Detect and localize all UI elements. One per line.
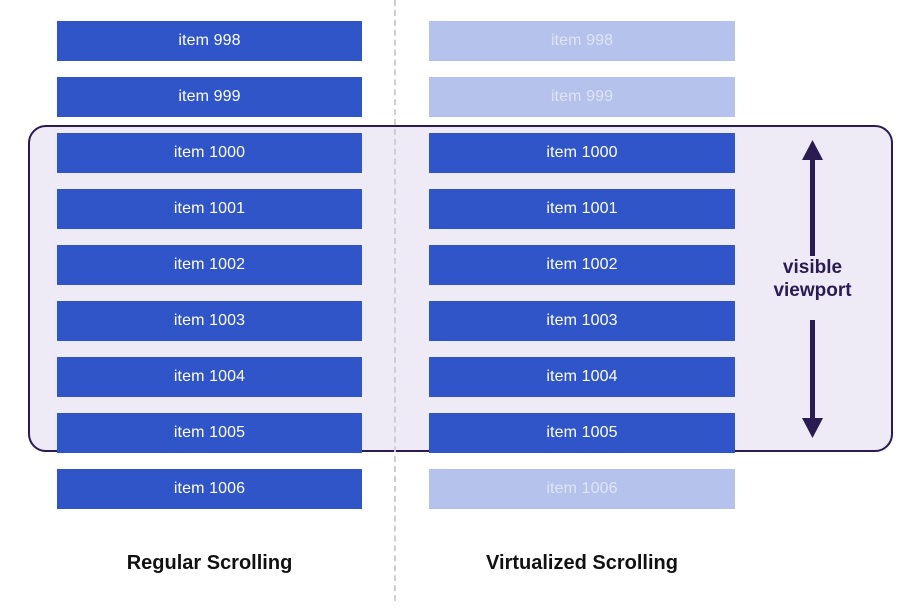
list-item[interactable]: item 998 bbox=[57, 21, 362, 61]
viewport-extent-annotation: visible viewport bbox=[745, 138, 880, 440]
column-divider bbox=[394, 0, 396, 601]
list-item[interactable]: item 1005 bbox=[57, 413, 362, 453]
list-item[interactable]: item 1001 bbox=[57, 189, 362, 229]
list-item[interactable]: item 1003 bbox=[57, 301, 362, 341]
list-item[interactable]: item 1006 bbox=[57, 469, 362, 509]
list-item[interactable]: item 1002 bbox=[57, 245, 362, 285]
list-item[interactable]: item 1000 bbox=[57, 133, 362, 173]
visible-viewport-label-line1: visible bbox=[782, 257, 843, 278]
visible-viewport-label: visible viewport bbox=[745, 256, 880, 302]
list-item[interactable]: item 1000 bbox=[429, 133, 735, 173]
list-item[interactable]: item 1004 bbox=[57, 357, 362, 397]
list-item[interactable]: item 1001 bbox=[429, 189, 735, 229]
visible-viewport-label-line2: viewport bbox=[773, 280, 852, 301]
list-item[interactable]: item 999 bbox=[429, 77, 735, 117]
list-item[interactable]: item 1004 bbox=[429, 357, 735, 397]
list-item[interactable]: item 1006 bbox=[429, 469, 735, 509]
list-item[interactable]: item 999 bbox=[57, 77, 362, 117]
list-item[interactable]: item 998 bbox=[429, 21, 735, 61]
visible-viewport-box bbox=[28, 125, 893, 452]
caption-regular-scrolling: Regular Scrolling bbox=[126, 552, 293, 574]
list-item[interactable]: item 1003 bbox=[429, 301, 735, 341]
double-arrow-icon bbox=[802, 140, 823, 438]
caption-virtualized-scrolling: Virtualized Scrolling bbox=[486, 552, 678, 574]
list-item[interactable]: item 1005 bbox=[429, 413, 735, 453]
list-item[interactable]: item 1002 bbox=[429, 245, 735, 285]
